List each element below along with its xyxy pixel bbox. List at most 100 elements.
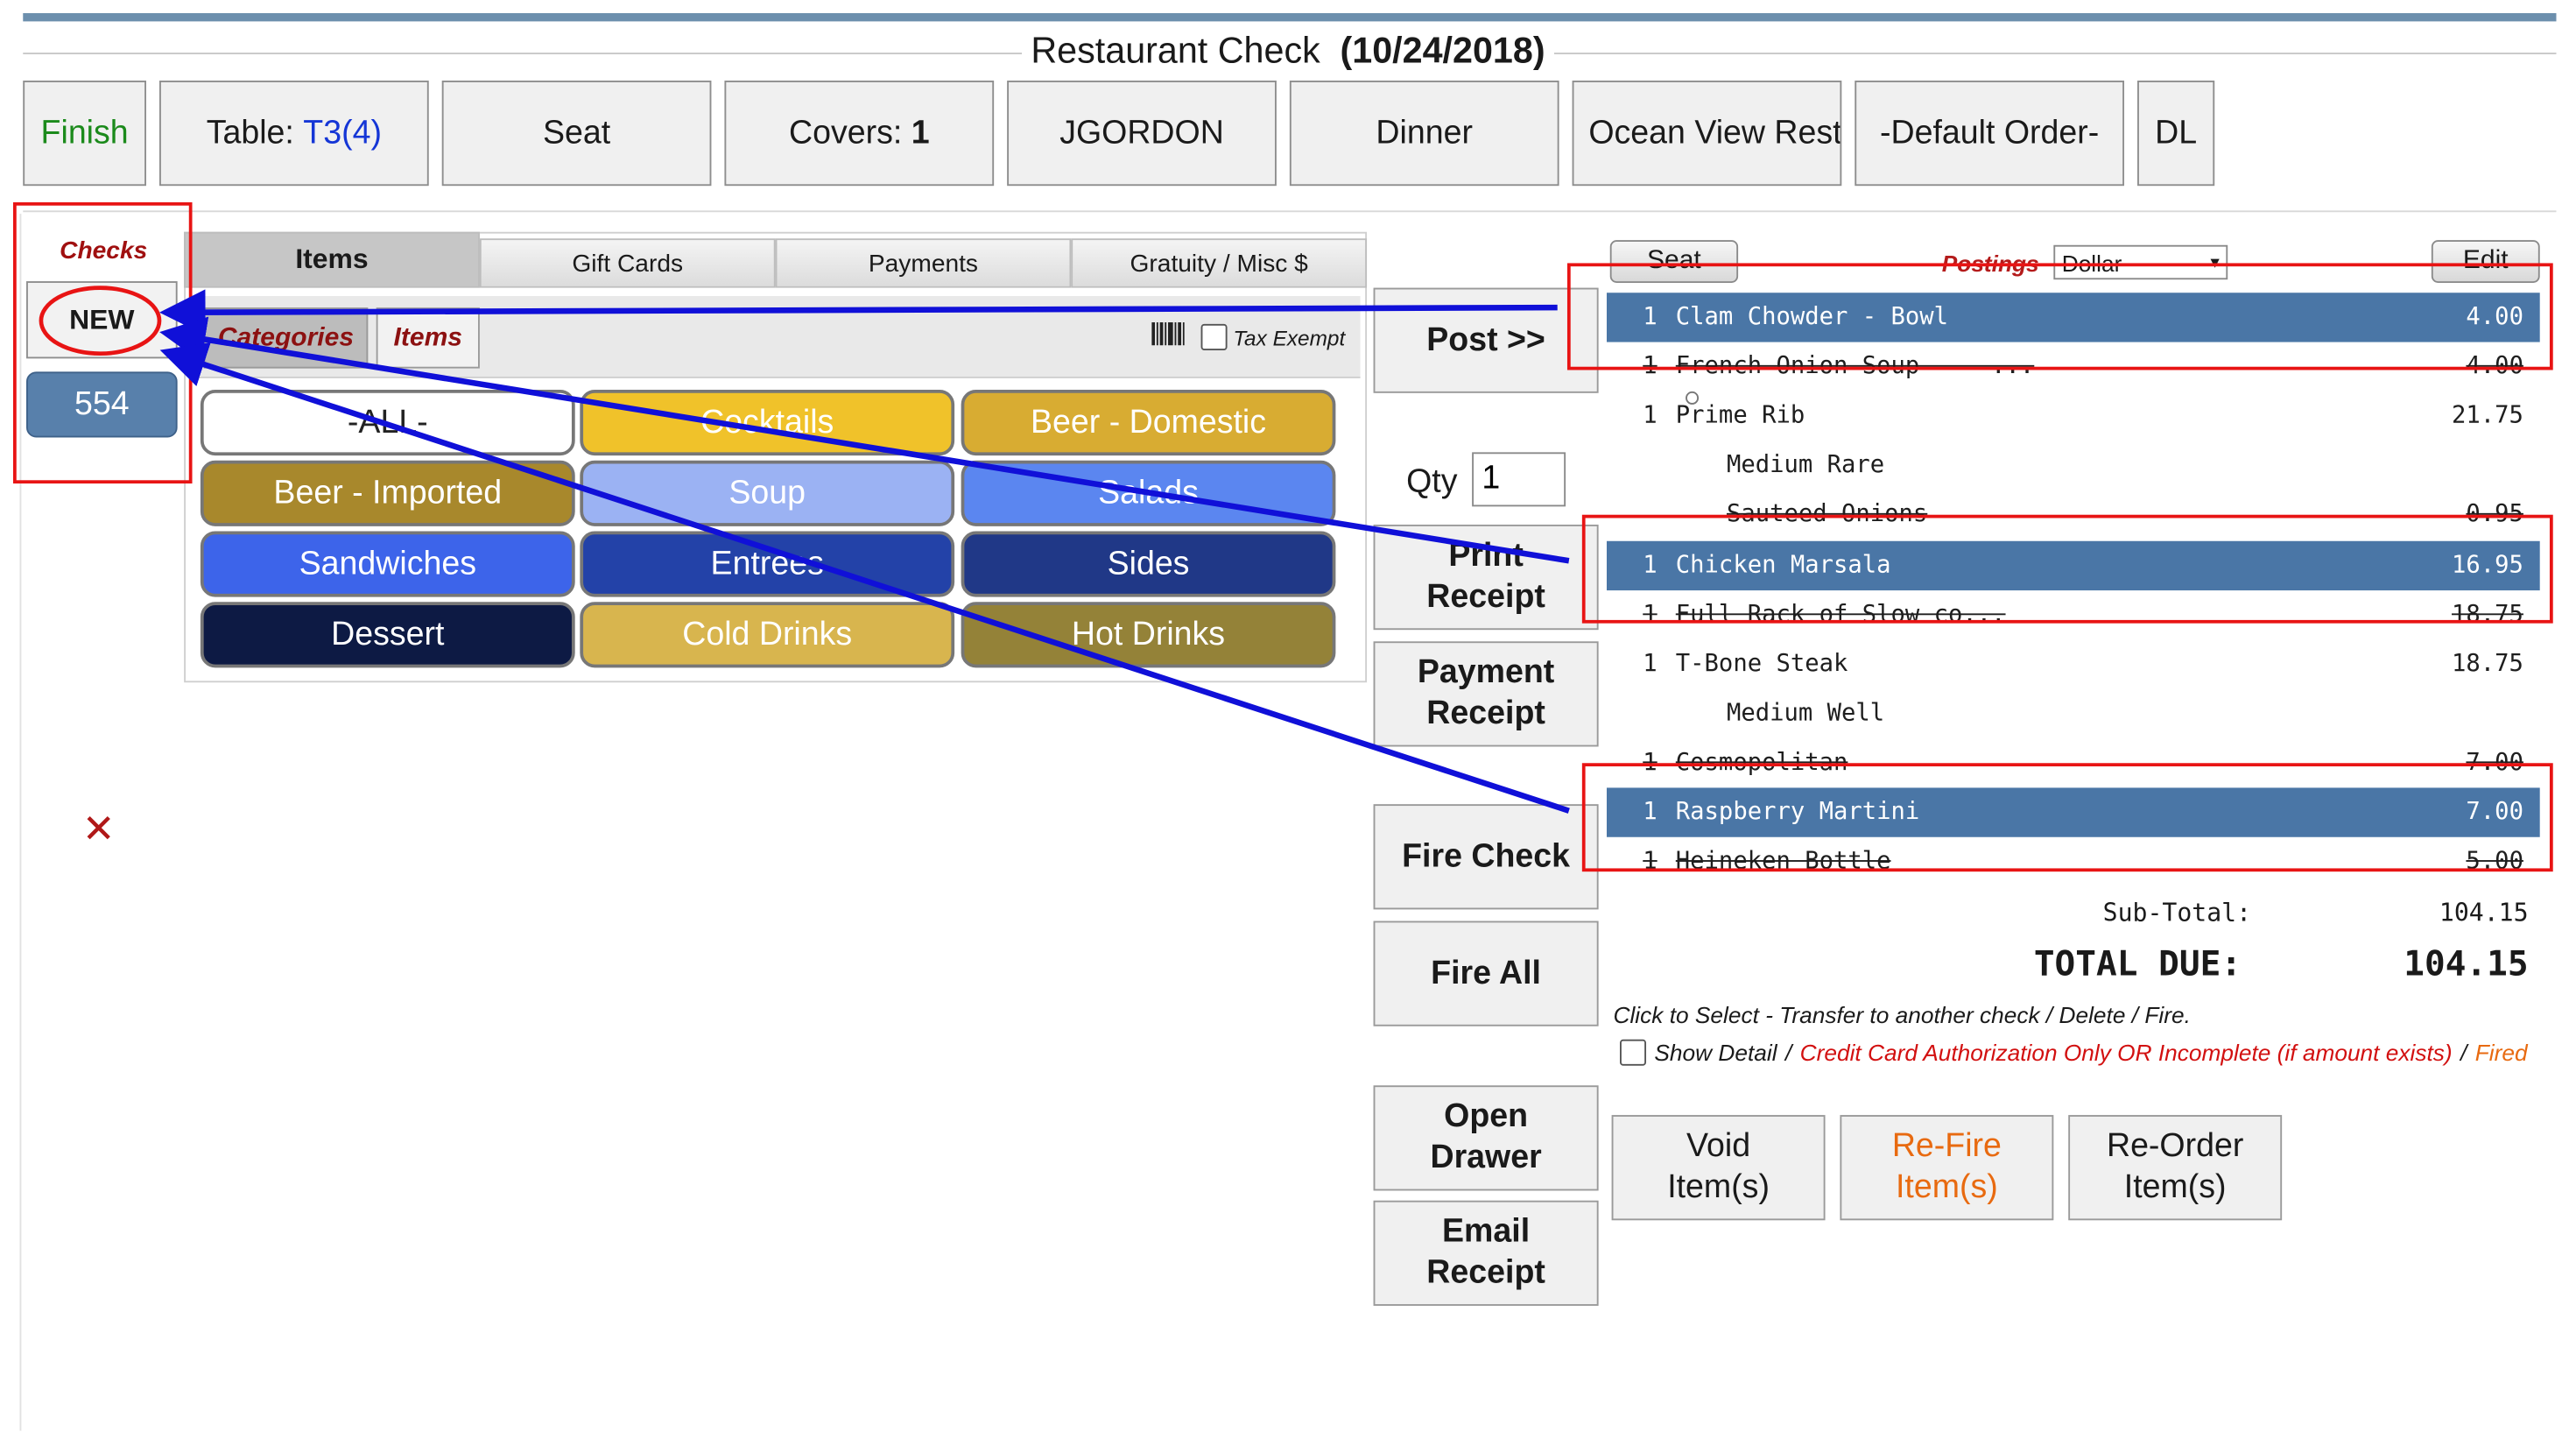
subtotal-value: 104.15 xyxy=(2439,898,2529,928)
line-desc: Raspberry Martini xyxy=(1675,799,1920,826)
finish-button[interactable]: Finish xyxy=(23,81,146,187)
tax-exempt[interactable]: Tax Exempt xyxy=(1200,322,1346,352)
modifier-dot-icon xyxy=(1686,391,1700,405)
legend-cc-auth: Credit Card Authorization Only OR Incomp… xyxy=(1799,1039,2453,1066)
barcode-icon[interactable] xyxy=(1151,322,1185,346)
tax-exempt-checkbox[interactable] xyxy=(1200,323,1228,350)
category-button[interactable]: Sandwiches xyxy=(200,531,575,597)
show-detail-checkbox[interactable] xyxy=(1620,1039,1647,1066)
qty-input[interactable] xyxy=(1472,452,1566,507)
legend-sep-2: / xyxy=(2460,1039,2467,1066)
select-hint: Click to Select - Transfer to another ch… xyxy=(1613,1001,2191,1028)
total-due-value: 104.15 xyxy=(2404,943,2529,984)
subtab-categories[interactable]: Categories xyxy=(203,307,369,369)
print-receipt-button[interactable]: Print Receipt xyxy=(1373,524,1599,631)
check-line-item[interactable]: Medium Rare xyxy=(1607,441,2540,490)
covers-value: 1 xyxy=(911,114,930,151)
check-line-item[interactable]: 1 Prime Rib 21.75 xyxy=(1607,391,2540,441)
line-price: 4.00 xyxy=(2466,304,2523,331)
line-price: 18.75 xyxy=(2452,650,2523,678)
check-line-item[interactable]: 1 T-Bone Steak 18.75 xyxy=(1607,639,2540,688)
table-button[interactable]: Table: T3(4) xyxy=(158,81,429,187)
fire-check-button[interactable]: Fire Check xyxy=(1373,804,1599,910)
category-button[interactable]: Beer - Imported xyxy=(200,460,575,526)
dl-button[interactable]: DL xyxy=(2137,81,2215,187)
line-desc: Prime Rib xyxy=(1675,403,1805,430)
category-button[interactable]: Soup xyxy=(580,460,955,526)
top-accent-bar xyxy=(23,13,2557,22)
check-seat-button[interactable]: Seat xyxy=(1609,240,1739,283)
line-qty: 1 xyxy=(1643,403,1658,430)
title-date: (10/24/2018) xyxy=(1334,29,1551,71)
title-text: Restaurant Check xyxy=(1025,29,1326,71)
edit-button[interactable]: Edit xyxy=(2431,240,2540,283)
line-qty: 1 xyxy=(1643,304,1658,331)
check-line-item[interactable]: 1 Raspberry Martini 7.00 xyxy=(1606,787,2540,837)
page-title: Restaurant Check (10/24/2018) xyxy=(0,29,2576,73)
covers-button[interactable]: Covers: 1 xyxy=(724,81,995,187)
tab-gift-cards[interactable]: Gift Cards xyxy=(479,238,776,288)
fire-all-button[interactable]: Fire All xyxy=(1373,921,1599,1026)
postings-select[interactable]: Dollar ▾ xyxy=(2053,244,2228,280)
line-qty: 1 xyxy=(1643,551,1658,579)
legend-sep-1: / xyxy=(1784,1039,1792,1066)
annotation-box-checks xyxy=(13,201,193,484)
category-button[interactable]: Beer - Domestic xyxy=(961,390,1336,456)
line-qty: 1 xyxy=(1643,750,1658,777)
close-icon[interactable]: ✕ xyxy=(81,807,116,852)
checks-label: Checks xyxy=(60,236,148,265)
category-button[interactable]: Sides xyxy=(961,531,1336,597)
line-desc: T-Bone Steak xyxy=(1675,650,1848,678)
check-554-button[interactable]: 554 xyxy=(26,371,178,438)
refire-items-button[interactable]: Re-Fire Item(s) xyxy=(1840,1115,2054,1221)
category-button[interactable]: Hot Drinks xyxy=(961,602,1336,668)
annotation-box-row-2 xyxy=(1581,514,2553,624)
covers-label: Covers: xyxy=(788,114,903,151)
total-due-label: TOTAL DUE: xyxy=(2033,943,2242,984)
order-type-button[interactable]: -Default Order- xyxy=(1855,81,2125,187)
tab-payments[interactable]: Payments xyxy=(775,238,1072,288)
line-qty: 1 xyxy=(1643,799,1658,826)
legend: Show Detail / Credit Card Authorization … xyxy=(1620,1039,2528,1066)
category-button[interactable]: Cold Drinks xyxy=(580,602,955,668)
post-button[interactable]: Post >> xyxy=(1373,287,1599,393)
left-border xyxy=(19,214,22,1431)
table-value: T3(4) xyxy=(303,114,382,151)
category-button[interactable]: -ALL- xyxy=(200,390,575,456)
line-price: 7.00 xyxy=(2466,799,2523,826)
line-desc: Clam Chowder - Bowl xyxy=(1675,304,1949,331)
tab-items[interactable]: Items xyxy=(184,231,480,288)
category-button[interactable]: Cocktails xyxy=(580,390,955,456)
void-items-button[interactable]: Void Item(s) xyxy=(1611,1115,1826,1221)
tab-gratuity[interactable]: Gratuity / Misc $ xyxy=(1071,238,1368,288)
check-line-item[interactable]: 1 Chicken Marsala 16.95 xyxy=(1606,540,2540,590)
postings-value: Dollar xyxy=(2061,249,2122,276)
subtotal-label: Sub-Total: xyxy=(2102,898,2252,928)
open-drawer-button[interactable]: Open Drawer xyxy=(1373,1085,1599,1191)
check-line-item[interactable]: 1 Clam Chowder - Bowl 4.00 xyxy=(1606,293,2540,342)
line-qty: 1 xyxy=(1643,650,1658,678)
legend-fired: Fired xyxy=(2474,1039,2528,1066)
qty-label: Qty xyxy=(1406,463,1458,500)
category-button[interactable]: Dessert xyxy=(200,602,575,668)
line-price: 21.75 xyxy=(2452,403,2523,430)
line-desc: Cosmopolitan xyxy=(1675,750,1848,777)
annotation-box-row-3 xyxy=(1581,763,2553,872)
tax-exempt-label: Tax Exempt xyxy=(1233,324,1346,350)
server-button[interactable]: JGORDON xyxy=(1007,81,1277,187)
toolbar-divider xyxy=(23,210,2557,213)
email-receipt-button[interactable]: Email Receipt xyxy=(1373,1200,1599,1306)
meal-period-button[interactable]: Dinner xyxy=(1289,81,1559,187)
restaurant-button[interactable]: Ocean View Restaurant xyxy=(1572,81,1842,187)
payment-receipt-button[interactable]: Payment Receipt xyxy=(1373,641,1599,747)
line-desc: Chicken Marsala xyxy=(1675,551,1891,579)
table-label: Table: xyxy=(206,114,294,151)
seat-button[interactable]: Seat xyxy=(441,81,712,187)
check-line-item[interactable]: Medium Well xyxy=(1607,688,2540,737)
category-button[interactable]: Entrees xyxy=(580,531,955,597)
category-button[interactable]: Salads xyxy=(961,460,1336,526)
line-price: 16.95 xyxy=(2452,551,2523,579)
reorder-items-button[interactable]: Re-Order Item(s) xyxy=(2068,1115,2283,1221)
subtab-items[interactable]: Items xyxy=(376,307,480,369)
